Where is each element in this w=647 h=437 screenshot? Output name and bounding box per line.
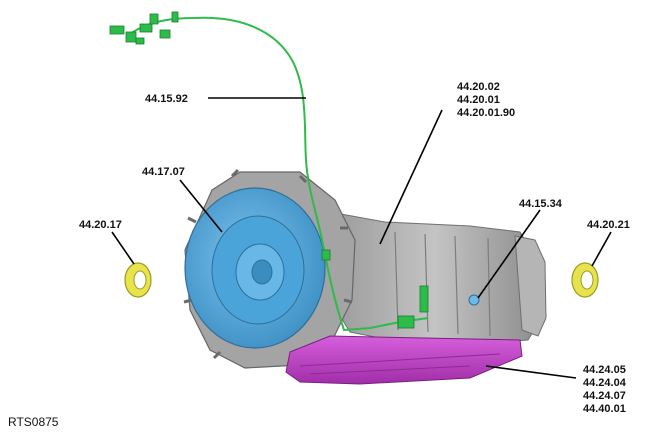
label-sump-2: 44.24.04 — [583, 377, 627, 389]
wiring-harness — [129, 16, 429, 332]
label-harness: 44.15.92 — [145, 93, 188, 105]
transmission-case-rear — [329, 211, 541, 345]
leader-housing — [379, 109, 443, 245]
left-oil-seal — [124, 262, 152, 298]
right-oil-seal — [571, 262, 599, 298]
label-sump-3: 44.24.07 — [583, 390, 626, 402]
harness-connector-cluster — [109, 11, 179, 45]
label-sensor: 44.15.34 — [519, 198, 563, 210]
case-tail — [514, 235, 547, 337]
harness-lower-connectors — [321, 249, 429, 329]
label-housing-3: 44.20.01.90 — [457, 107, 515, 119]
leader-seal-right — [591, 231, 612, 267]
leader-sensor — [477, 209, 541, 299]
leader-sump — [485, 365, 577, 379]
case-ribs — [394, 231, 491, 337]
leader-seal-left — [111, 231, 135, 265]
label-seal-right: 44.20.21 — [587, 219, 630, 231]
label-housing-1: 44.20.02 — [457, 81, 500, 93]
label-housing-2: 44.20.01 — [457, 94, 500, 106]
torque-converter — [184, 187, 326, 349]
label-sump-1: 44.24.05 — [583, 364, 626, 376]
label-converter: 44.17.07 — [142, 166, 185, 178]
figure-reference: RTS0875 — [8, 415, 59, 429]
label-sump-4: 44.40.01 — [583, 403, 626, 415]
label-seal-left: 44.20.17 — [79, 219, 122, 231]
leader-converter — [179, 179, 223, 233]
sump-rib-detail — [299, 353, 501, 375]
speed-sensor — [468, 294, 480, 306]
